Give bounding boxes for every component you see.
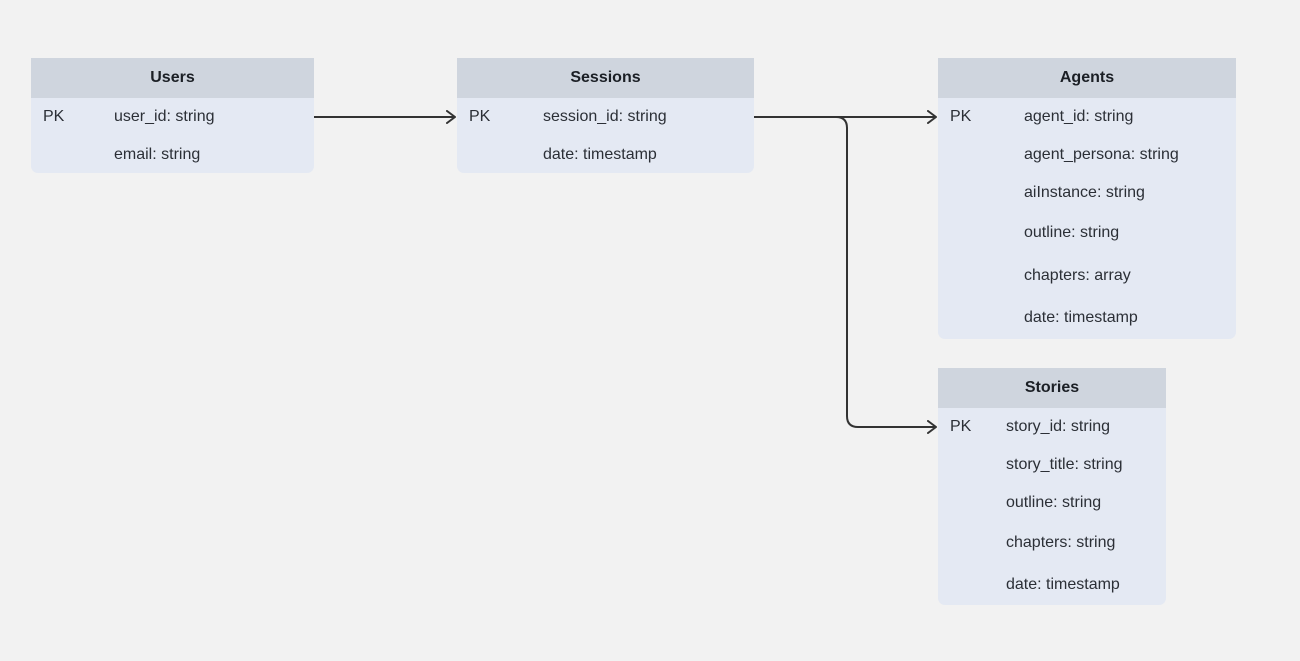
field-chapters: chapters: string	[1006, 534, 1116, 551]
stories-row-chapters: chapters: string	[938, 531, 1166, 555]
primary-key-label: PK	[469, 108, 491, 125]
users-row-email: email: string	[31, 143, 314, 167]
stories-row-story-title: story_title: string	[938, 453, 1166, 477]
agents-row-chapters: chapters: array	[938, 264, 1236, 288]
primary-key-label: PK	[950, 108, 972, 125]
sessions-entity-title: Sessions	[457, 58, 754, 98]
field-story-title: story_title: string	[1006, 456, 1123, 473]
field-email: email: string	[114, 146, 201, 163]
sessions-row-session-id: PK session_id: string	[457, 105, 754, 129]
primary-key-label: PK	[43, 108, 65, 125]
sessions-entity[interactable]: Sessions PK session_id: string date: tim…	[457, 58, 754, 173]
field-user-id: user_id: string	[114, 108, 215, 125]
field-story-id: story_id: string	[1006, 418, 1111, 435]
users-row-user-id: PK user_id: string	[31, 105, 314, 129]
stories-row-story-id: PK story_id: string	[938, 415, 1166, 439]
agents-row-outline: outline: string	[938, 221, 1236, 245]
stories-row-outline: outline: string	[938, 491, 1166, 515]
stories-entity[interactable]: Stories PK story_id: string story_title:…	[938, 368, 1166, 605]
users-entity[interactable]: Users PK user_id: string email: string	[31, 58, 314, 173]
stories-row-date: date: timestamp	[938, 573, 1166, 597]
field-outline: outline: string	[1006, 494, 1102, 511]
agents-row-agent-id: PK agent_id: string	[938, 105, 1236, 129]
agents-entity-title: Agents	[938, 58, 1236, 98]
field-agent-persona: agent_persona: string	[1024, 146, 1179, 163]
field-agent-id: agent_id: string	[1024, 108, 1134, 125]
agents-row-date: date: timestamp	[938, 306, 1236, 330]
agents-entity[interactable]: Agents PK agent_id: string agent_persona…	[938, 58, 1236, 339]
field-outline: outline: string	[1024, 224, 1120, 241]
stories-entity-title: Stories	[938, 368, 1166, 408]
sessions-row-date: date: timestamp	[457, 143, 754, 167]
connector-sessions-stories	[835, 116, 937, 434]
field-chapters: chapters: array	[1024, 267, 1131, 284]
field-session-id: session_id: string	[543, 108, 667, 125]
field-date: date: timestamp	[543, 146, 657, 163]
users-entity-title: Users	[31, 58, 314, 98]
field-date: date: timestamp	[1006, 576, 1120, 593]
primary-key-label: PK	[950, 418, 972, 435]
agents-row-ai-instance: aiInstance: string	[938, 181, 1236, 205]
field-ai-instance: aiInstance: string	[1024, 184, 1145, 201]
agents-row-agent-persona: agent_persona: string	[938, 143, 1236, 167]
field-date: date: timestamp	[1024, 309, 1138, 326]
